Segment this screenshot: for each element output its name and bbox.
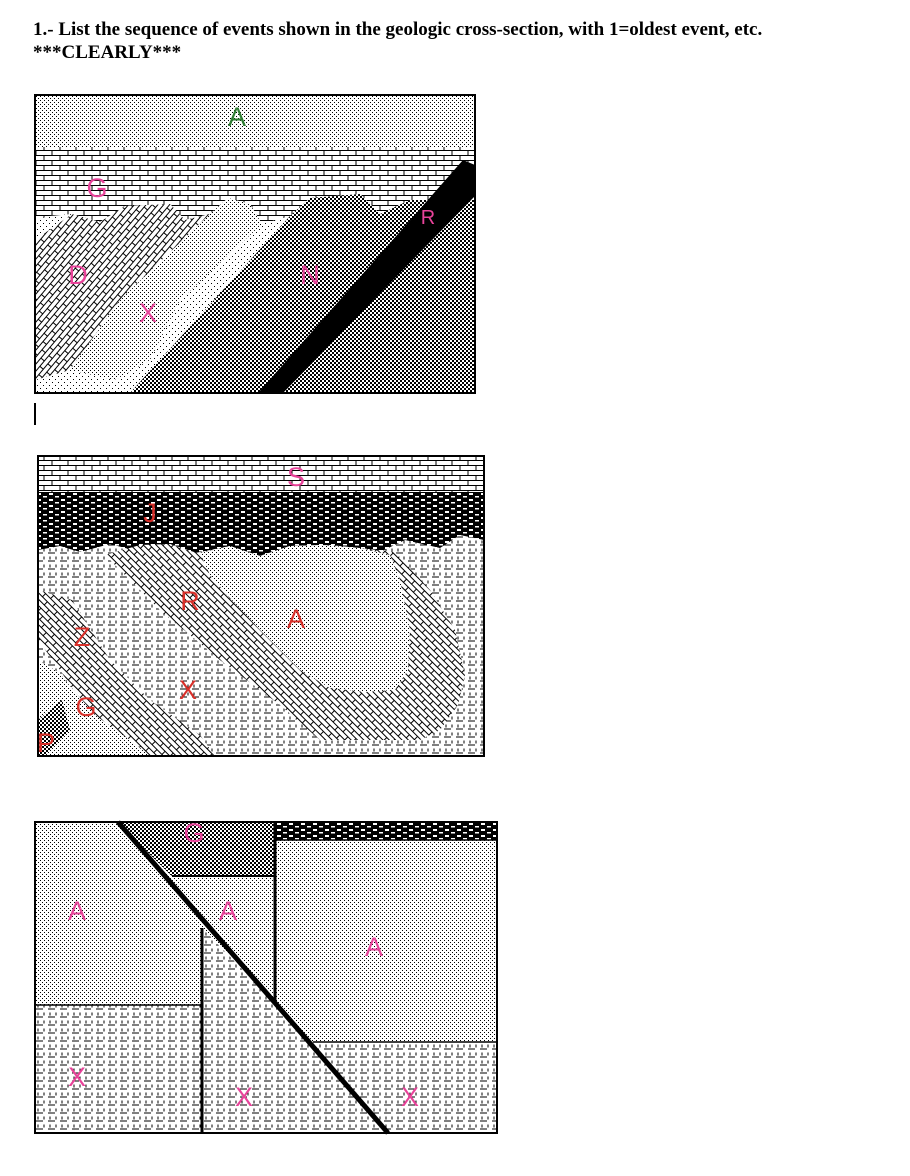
label-n-section1: N bbox=[300, 260, 320, 290]
label-a-section2: A bbox=[287, 604, 305, 634]
label-a-block3: A bbox=[365, 932, 383, 962]
label-r-section1: R bbox=[421, 207, 435, 229]
label-g-section2: G bbox=[75, 692, 96, 722]
fault-main bbox=[116, 820, 390, 1135]
block3-top-layer bbox=[275, 822, 497, 840]
label-j-section2: J bbox=[143, 498, 157, 528]
layer-g-conglomerate bbox=[118, 822, 275, 876]
label-p-section2: P bbox=[37, 728, 55, 758]
label-z-section2: Z bbox=[74, 622, 91, 652]
question-prompt: 1.- List the sequence of events shown in… bbox=[33, 18, 762, 64]
text-cursor bbox=[34, 403, 36, 425]
label-x-block3: X bbox=[401, 1082, 419, 1112]
layer-p-conglomerate bbox=[38, 700, 70, 756]
label-g-section1: G bbox=[86, 173, 107, 203]
layer-d-tilted-limestone bbox=[35, 204, 210, 380]
cross-section-3: G A A A X X X bbox=[34, 818, 498, 1135]
label-x-block1: X bbox=[68, 1062, 86, 1092]
label-a-block2: A bbox=[219, 896, 237, 926]
question-line-2: ***CLEARLY*** bbox=[33, 42, 182, 63]
label-a-section1: A bbox=[228, 102, 246, 132]
layer-s-limestone bbox=[38, 456, 484, 492]
label-r-section2: R bbox=[180, 586, 200, 616]
layer-j-conglomerate bbox=[38, 492, 484, 556]
layer-a-dome-core bbox=[200, 545, 410, 692]
block3-layer-a bbox=[275, 840, 497, 1042]
layer-g-limestone bbox=[35, 147, 475, 224]
label-x-section2: X bbox=[179, 675, 197, 705]
section1-border bbox=[34, 94, 476, 394]
layer-a-sandstone bbox=[35, 95, 475, 147]
label-g-section3: G bbox=[183, 818, 204, 848]
section2-border bbox=[37, 455, 485, 757]
label-x-block2: X bbox=[235, 1082, 253, 1112]
layer-x-tilted-sandstone bbox=[70, 198, 262, 380]
label-a-block1: A bbox=[68, 896, 86, 926]
label-x-section1: X bbox=[139, 298, 157, 328]
label-s-section2: S bbox=[287, 462, 305, 492]
section3-border bbox=[34, 821, 498, 1134]
cross-section-1: A G R D N X bbox=[34, 94, 476, 394]
layer-n-intrusion bbox=[130, 194, 475, 393]
label-d-section1: D bbox=[68, 260, 88, 290]
question-line-1: 1.- List the sequence of events shown in… bbox=[33, 19, 763, 40]
cross-section-2: S J R A Z X G P bbox=[37, 455, 485, 758]
layer-z-tilted-limestone bbox=[38, 590, 215, 756]
dike-r bbox=[258, 160, 475, 393]
